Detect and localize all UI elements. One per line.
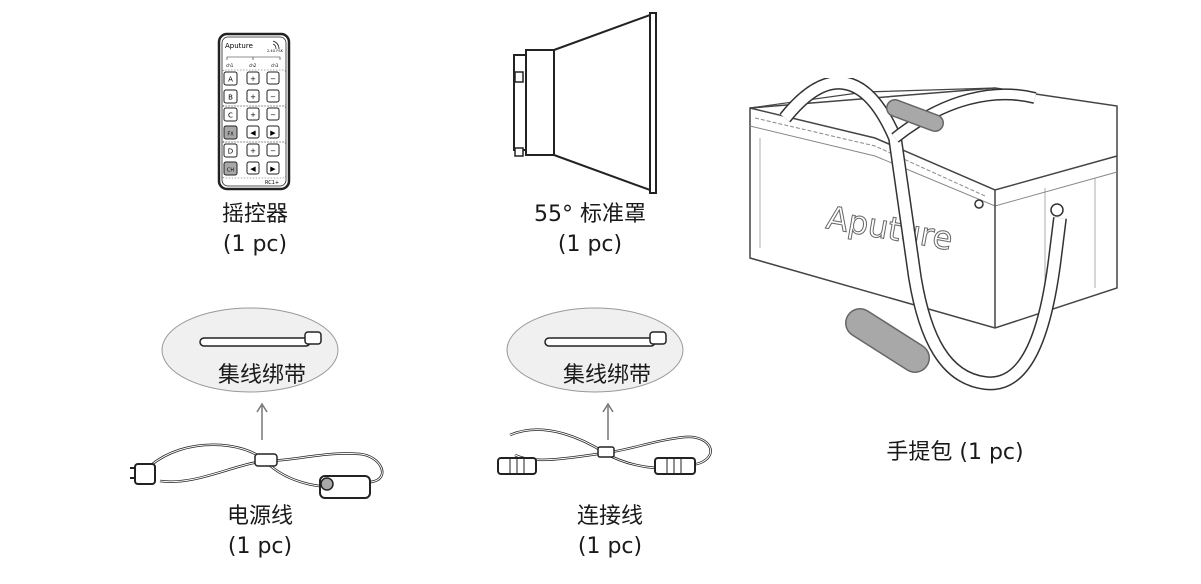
remote-qty: (1 pc) xyxy=(222,232,288,257)
power-cable-name: 电源线 xyxy=(226,504,293,529)
remote-key-fx xyxy=(223,125,238,140)
remote-group-frame xyxy=(221,141,287,179)
bag-caption: 手提包 (1 pc) xyxy=(870,438,1040,468)
remote-control-illustration: Aputure 2.4G FSK ch1 ch2 ch3 A + − B + − C + − FX… xyxy=(217,32,291,191)
remote-button xyxy=(266,125,280,139)
remote-channel-1: ch1 xyxy=(226,63,234,68)
remote-button-symbol: + xyxy=(250,75,256,83)
remote-group-frame xyxy=(221,69,287,107)
power-cable-qty: (1 pc) xyxy=(227,534,293,559)
remote-button-symbol: + xyxy=(250,93,256,101)
remote-channel-3: ch3 xyxy=(271,63,279,68)
remote-group-frame xyxy=(221,105,287,143)
remote-button-symbol: − xyxy=(270,147,276,155)
remote-button xyxy=(266,107,280,121)
reflector-caption: 55° 标准罩 (1 pc) xyxy=(525,200,655,260)
remote-key-b xyxy=(223,89,238,104)
connection-cable-illustration xyxy=(497,428,712,475)
remote-button-symbol: − xyxy=(270,93,276,101)
remote-button-grid: A + − B + − C + − FX ◀ ▶ D + − CH ◀ ▶ xyxy=(221,69,287,179)
remote-key-ch xyxy=(223,161,238,176)
power-cable-illustration xyxy=(130,443,384,499)
remote-button xyxy=(246,143,260,157)
remote-button xyxy=(246,161,260,175)
remote-button xyxy=(266,71,280,85)
connection-cable-tie-bubble xyxy=(506,307,684,393)
wireless-icon xyxy=(272,40,280,50)
remote-channel-2: ch2 xyxy=(249,63,257,68)
remote-model-text: RC1+ xyxy=(265,180,279,186)
remote-name: 摇控器 xyxy=(221,202,288,227)
power-tie-label: 集线绑带 xyxy=(217,363,306,388)
remote-key-label: C xyxy=(228,112,233,120)
remote-button-symbol: ▶ xyxy=(270,165,276,173)
remote-button xyxy=(246,107,260,121)
remote-key-label: B xyxy=(228,94,233,102)
remote-button-symbol: + xyxy=(250,147,256,155)
remote-button-symbol: − xyxy=(270,111,276,119)
remote-button-symbol: + xyxy=(250,111,256,119)
connection-cable-qty: (1 pc) xyxy=(577,534,643,559)
remote-button xyxy=(246,71,260,85)
remote-key-label: D xyxy=(228,148,233,156)
remote-key-d xyxy=(223,143,238,158)
reflector-name: 55° 标准罩 xyxy=(534,202,646,227)
remote-button xyxy=(246,89,260,103)
up-arrow-icon xyxy=(602,402,614,440)
up-arrow-icon xyxy=(256,402,268,440)
remote-button-symbol: − xyxy=(270,75,276,83)
connection-cable-caption: 连接线 (1 pc) xyxy=(560,502,660,562)
remote-button xyxy=(266,89,280,103)
power-cable-caption: 电源线 (1 pc) xyxy=(210,502,310,562)
power-cable-tie-bubble xyxy=(161,307,339,393)
remote-key-label: CH xyxy=(227,168,234,174)
remote-key-c xyxy=(223,107,238,122)
remote-button xyxy=(266,143,280,157)
remote-caption: 摇控器 (1 pc) xyxy=(205,200,305,260)
reflector-illustration xyxy=(513,12,657,194)
remote-button xyxy=(266,161,280,175)
remote-button-symbol: ◀ xyxy=(250,165,256,173)
connection-cable-name: 连接线 xyxy=(576,504,643,529)
remote-key-label: FX xyxy=(227,132,234,138)
remote-key-a xyxy=(223,71,238,86)
remote-brand-text: Aputure xyxy=(225,42,253,50)
remote-button-symbol: ▶ xyxy=(270,129,276,137)
remote-button xyxy=(246,125,260,139)
remote-button-symbol: ◀ xyxy=(250,129,256,137)
carry-bag-illustration: Aputure xyxy=(749,78,1118,391)
remote-band-text: 2.4G FSK xyxy=(267,49,284,53)
bag-name: 手提包 (1 pc) xyxy=(886,440,1024,465)
connection-tie-label: 集线绑带 xyxy=(562,363,651,388)
remote-key-label: A xyxy=(228,76,233,84)
reflector-qty: (1 pc) xyxy=(557,232,623,257)
